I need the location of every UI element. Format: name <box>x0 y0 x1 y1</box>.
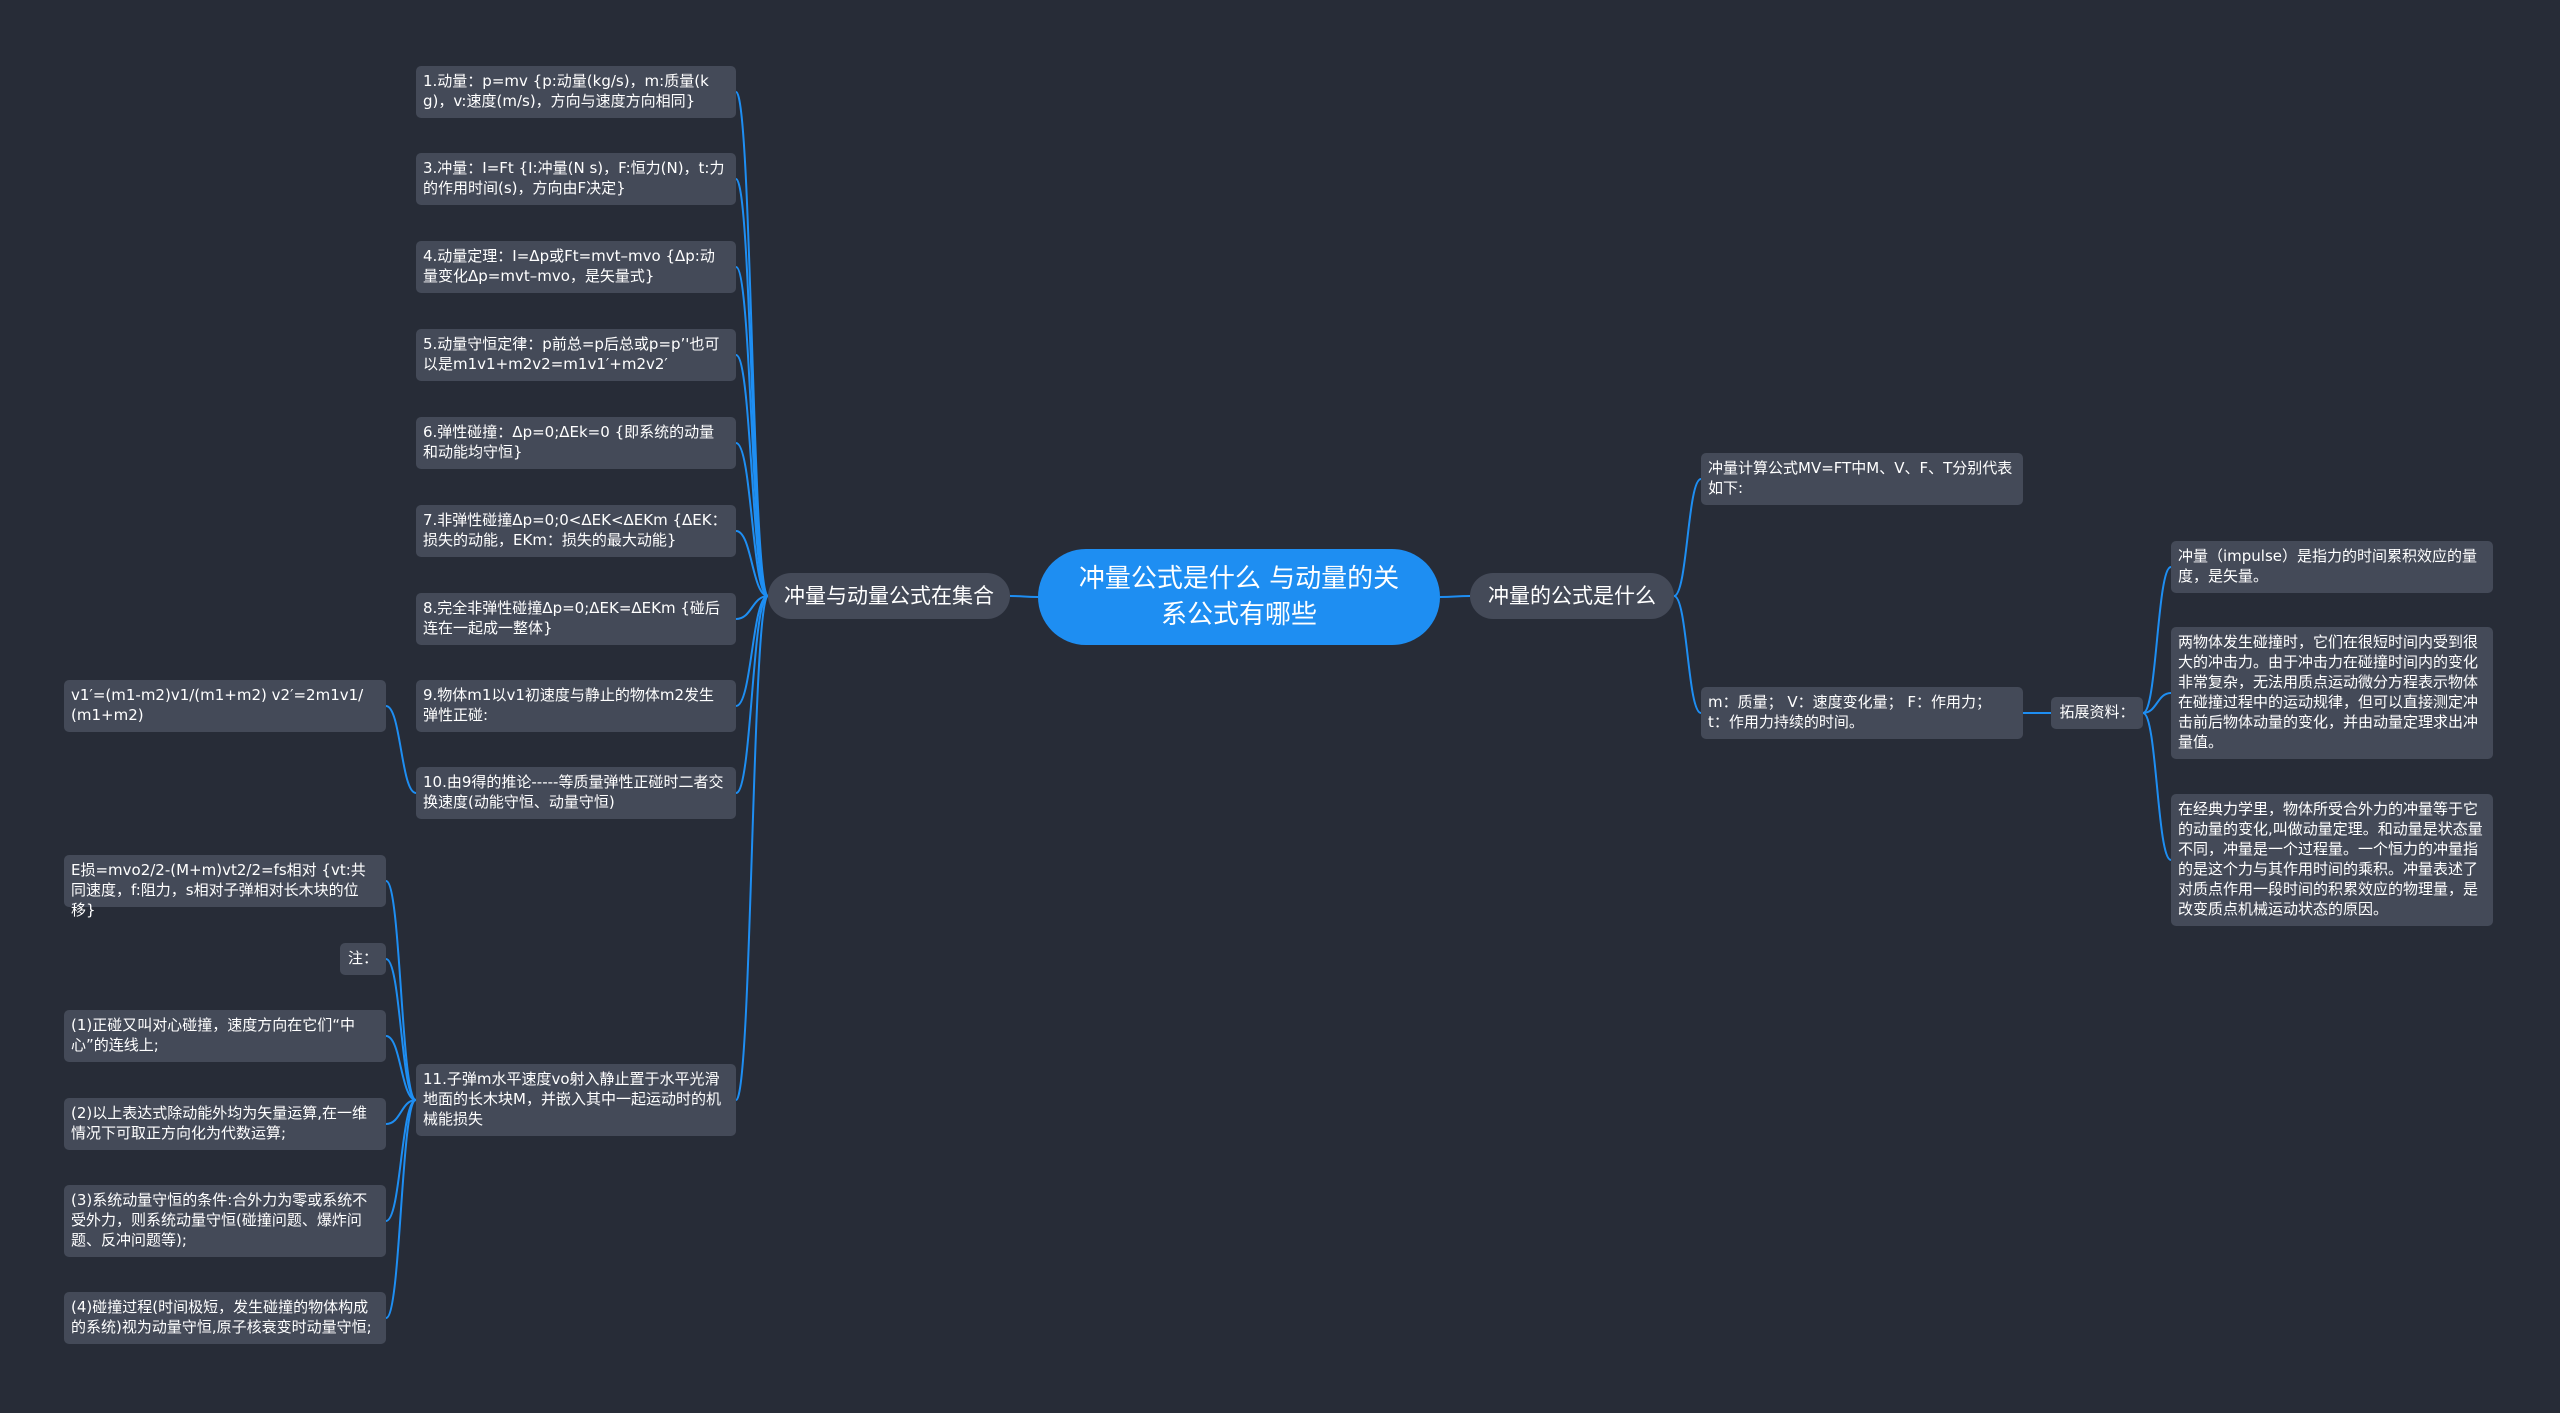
extension-label-text: 拓展资料： <box>2059 703 2135 721</box>
item9-child-text: v1′=(m1-m2)v1/(m1+m2) v2′=2m1v1/(m1+m2) <box>71 686 364 724</box>
left-item-6[interactable]: 7.非弹性碰撞Δp=0;0<ΔEK<ΔEKm {ΔEK：损失的动能，EKm：损失… <box>416 505 736 557</box>
edge-branch-left-topic-left-item-9 <box>735 595 769 794</box>
right-item-2-text: m：质量； V：速度变化量； F：作用力； t：作用力持续的时间。 <box>1708 693 1992 731</box>
edge-branch-left-topic-left-item-7 <box>735 595 769 620</box>
extension-item-3-text: 在经典力学里，物体所受合外力的冲量等于它的动量的变化,叫做动量定理。和动量是状态… <box>2178 800 2483 918</box>
edge-left-item-10-item11-child-2 <box>385 958 417 1101</box>
edge-root-topic-branch-right-topic <box>1439 595 1471 598</box>
right-item-1[interactable]: 冲量计算公式MV=FT中M、V、F、T分别代表如下: <box>1701 453 2023 505</box>
edge-left-item-10-item11-child-6 <box>385 1099 417 1319</box>
edge-extension-label-extension-item-3 <box>2142 712 2172 861</box>
root-topic[interactable]: 冲量公式是什么 与动量的关系公式有哪些 <box>1038 549 1440 645</box>
left-item-1[interactable]: 1.动量：p=mv {p:动量(kg/s)，m:质量(kg)，v:速度(m/s)… <box>416 66 736 118</box>
branch-right-label: 冲量的公式是什么 <box>1488 584 1656 608</box>
item11-child-2-text: 注： <box>347 949 378 967</box>
item11-child-1-text: E损=mvo2/2-(M+m)vt2/2=fs相对 {vt:共同速度，f:阻力，… <box>71 861 366 919</box>
left-item-3-text: 4.动量定理：I=Δp或Ft=mvt–mvo {Δp:动量变化Δp=mvt–mv… <box>423 247 715 285</box>
left-item-5-text: 6.弹性碰撞：Δp=0;ΔEk=0 {即系统的动量和动能均守恒} <box>423 423 715 461</box>
left-item-9[interactable]: 10.由9得的推论-----等质量弹性正碰时二者交换速度(动能守恒、动量守恒) <box>416 767 736 819</box>
edge-branch-right-topic-right-item-1 <box>1673 478 1702 597</box>
left-item-7-text: 8.完全非弹性碰撞Δp=0;ΔEK=ΔEKm {碰后连在一起成一整体} <box>423 599 720 637</box>
left-item-2-text: 3.冲量：I=Ft {I:冲量(N s)，F:恒力(N)，t:力的作用时间(s)… <box>423 159 725 197</box>
item11-child-3-text: (1)正碰又叫对心碰撞，速度方向在它们“中心”的连线上; <box>71 1016 356 1054</box>
edge-extension-label-extension-item-2 <box>2142 692 2172 714</box>
extension-item-2-text: 两物体发生碰撞时，它们在很短时间内受到很大的冲击力。由于冲击力在碰撞时间内的变化… <box>2178 633 2479 751</box>
left-item-8[interactable]: 9.物体m1以v1初速度与静止的物体m2发生弹性正碰: <box>416 680 736 732</box>
extension-item-2[interactable]: 两物体发生碰撞时，它们在很短时间内受到很大的冲击力。由于冲击力在碰撞时间内的变化… <box>2171 627 2493 759</box>
item11-child-5-text: (3)系统动量守恒的条件:合外力为零或系统不受外力，则系统动量守恒(碰撞问题、爆… <box>71 1191 368 1249</box>
item11-child-2[interactable]: 注： <box>340 943 386 975</box>
left-item-6-text: 7.非弹性碰撞Δp=0;0<ΔEK<ΔEKm {ΔEK：损失的动能，EKm：损失… <box>423 511 727 549</box>
branch-left-label: 冲量与动量公式在集合 <box>784 584 994 608</box>
edge-left-item-10-item11-child-3 <box>385 1035 417 1101</box>
right-item-1-text: 冲量计算公式MV=FT中M、V、F、T分别代表如下: <box>1708 459 2013 497</box>
edge-branch-left-topic-left-item-3 <box>735 266 769 597</box>
item11-child-5[interactable]: (3)系统动量守恒的条件:合外力为零或系统不受外力，则系统动量守恒(碰撞问题、爆… <box>64 1185 386 1257</box>
left-item-10[interactable]: 11.子弹m水平速度vo射入静止置于水平光滑地面的长木块M，并嵌入其中一起运动时… <box>416 1064 736 1136</box>
left-item-4-text: 5.动量守恒定律：p前总=p后总或p=p’'也可以是m1v1+m2v2=m1v1… <box>423 335 720 373</box>
edge-left-item-9-item9-child <box>385 705 417 794</box>
left-item-8-text: 9.物体m1以v1初速度与静止的物体m2发生弹性正碰: <box>423 686 715 724</box>
item11-child-1[interactable]: E损=mvo2/2-(M+m)vt2/2=fs相对 {vt:共同速度，f:阻力，… <box>64 855 386 919</box>
left-item-9-text: 10.由9得的推论-----等质量弹性正碰时二者交换速度(动能守恒、动量守恒) <box>423 773 724 811</box>
edge-branch-left-topic-left-item-8 <box>735 595 769 707</box>
edge-root-topic-branch-left-topic <box>1009 595 1039 598</box>
item11-child-3[interactable]: (1)正碰又叫对心碰撞，速度方向在它们“中心”的连线上; <box>64 1010 386 1062</box>
edge-branch-left-topic-left-item-10 <box>735 595 769 1101</box>
item9-child[interactable]: v1′=(m1-m2)v1/(m1+m2) v2′=2m1v1/(m1+m2) <box>64 680 386 732</box>
extension-item-1[interactable]: 冲量（impulse）是指力的时间累积效应的量度，是矢量。 <box>2171 541 2493 593</box>
extension-item-1-text: 冲量（impulse）是指力的时间累积效应的量度，是矢量。 <box>2178 547 2478 585</box>
left-item-5[interactable]: 6.弹性碰撞：Δp=0;ΔEk=0 {即系统的动量和动能均守恒} <box>416 417 736 469</box>
right-item-2[interactable]: m：质量； V：速度变化量； F：作用力； t：作用力持续的时间。 <box>1701 687 2023 739</box>
edge-extension-label-extension-item-1 <box>2142 566 2172 714</box>
extension-label[interactable]: 拓展资料： <box>2051 697 2143 729</box>
edge-left-item-10-item11-child-4 <box>385 1099 417 1125</box>
item11-child-4-text: (2)以上表达式除动能外均为矢量运算,在一维情况下可取正方向化为代数运算; <box>71 1104 368 1142</box>
edge-branch-right-topic-right-item-2 <box>1673 595 1702 714</box>
edge-branch-left-topic-left-item-4 <box>735 354 769 597</box>
edge-left-item-10-item11-child-5 <box>385 1099 417 1222</box>
root-topic-title: 冲量公式是什么 与动量的关系公式有哪些 <box>1078 564 1400 630</box>
item11-child-6-text: (4)碰撞过程(时间极短，发生碰撞的物体构成的系统)视为动量守恒,原子核衰变时动… <box>71 1298 372 1336</box>
left-item-4[interactable]: 5.动量守恒定律：p前总=p后总或p=p’'也可以是m1v1+m2v2=m1v1… <box>416 329 736 381</box>
extension-item-3[interactable]: 在经典力学里，物体所受合外力的冲量等于它的动量的变化,叫做动量定理。和动量是状态… <box>2171 794 2493 926</box>
left-item-3[interactable]: 4.动量定理：I=Δp或Ft=mvt–mvo {Δp:动量变化Δp=mvt–mv… <box>416 241 736 293</box>
left-item-2[interactable]: 3.冲量：I=Ft {I:冲量(N s)，F:恒力(N)，t:力的作用时间(s)… <box>416 153 736 205</box>
edge-branch-left-topic-left-item-5 <box>735 442 769 597</box>
branch-left-topic[interactable]: 冲量与动量公式在集合 <box>768 573 1010 619</box>
left-item-1-text: 1.动量：p=mv {p:动量(kg/s)，m:质量(kg)，v:速度(m/s)… <box>423 72 709 110</box>
edge-left-item-10-item11-child-1 <box>385 880 417 1101</box>
left-item-7[interactable]: 8.完全非弹性碰撞Δp=0;ΔEK=ΔEKm {碰后连在一起成一整体} <box>416 593 736 645</box>
branch-right-topic[interactable]: 冲量的公式是什么 <box>1470 573 1674 619</box>
left-item-10-text: 11.子弹m水平速度vo射入静止置于水平光滑地面的长木块M，并嵌入其中一起运动时… <box>423 1070 721 1128</box>
edge-branch-left-topic-left-item-6 <box>735 530 769 597</box>
item11-child-6[interactable]: (4)碰撞过程(时间极短，发生碰撞的物体构成的系统)视为动量守恒,原子核衰变时动… <box>64 1292 386 1344</box>
item11-child-4[interactable]: (2)以上表达式除动能外均为矢量运算,在一维情况下可取正方向化为代数运算; <box>64 1098 386 1150</box>
